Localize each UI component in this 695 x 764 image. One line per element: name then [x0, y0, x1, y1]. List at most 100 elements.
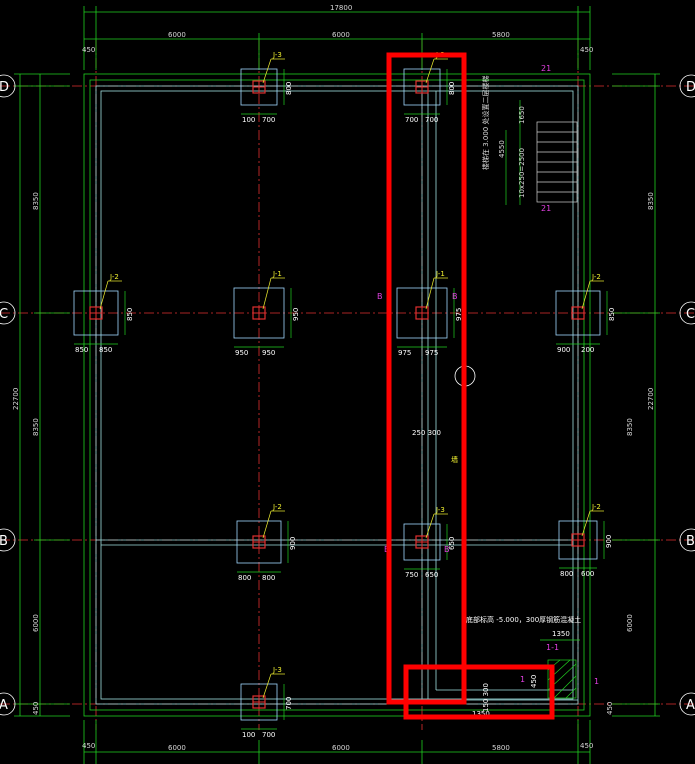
footing-side-dim: 850	[126, 308, 134, 321]
top-span-5: 450	[580, 46, 593, 54]
axis-label-b-left: B	[0, 534, 8, 549]
stair-dim-1: 1650	[518, 106, 526, 124]
stair-label-bottom: 21	[541, 204, 551, 213]
footing-side-dim: 700	[285, 697, 293, 710]
footing-dim-right: 650	[425, 571, 438, 579]
label-leader	[262, 277, 272, 310]
right-span-3: 6000	[626, 614, 634, 632]
footing-side-dim: 800	[448, 82, 456, 95]
dim-1350: 1350	[552, 630, 570, 638]
footing-outline	[236, 520, 282, 564]
stair-label-top: 21	[541, 64, 551, 73]
footing-outline	[240, 68, 278, 106]
footing-label: J-3	[435, 506, 445, 514]
footing-label: J-2	[591, 503, 601, 511]
axis-label-c-right: C	[686, 307, 695, 322]
wall-lines	[95, 85, 579, 705]
footing-outline	[396, 287, 448, 339]
label-leader	[581, 510, 591, 537]
left-span-1: 8350	[32, 192, 40, 210]
footing-dim-left: 750	[405, 571, 418, 579]
stair-detail	[505, 100, 578, 205]
total-width-dim: 17800	[330, 4, 352, 12]
footing-dim-right: 200	[581, 346, 594, 354]
footing-j-3: J-3 100 700 800	[240, 51, 293, 124]
footing-dim-right: 850	[99, 346, 112, 354]
top-span-2: 6000	[168, 31, 186, 39]
label-leader	[262, 510, 272, 539]
axis-label-c-left: C	[0, 307, 8, 322]
dimension-lines	[14, 6, 660, 764]
axis-label-d-left: D	[0, 80, 9, 95]
stair-dim-3: 10x250=2500	[518, 148, 526, 198]
left-overall-dim: 22700	[12, 388, 20, 410]
footing-dim-left: 950	[235, 349, 248, 357]
mark-b2: B	[452, 292, 458, 301]
mark-1: 1	[520, 675, 525, 684]
axis-label-b-right: B	[686, 534, 695, 549]
footing-dim-right: 600	[581, 570, 594, 578]
footing-dim-right: 800	[262, 574, 275, 582]
footing-dim-left: 800	[560, 570, 573, 578]
footing-j-3: J-3 100 700 700	[240, 666, 293, 739]
footing-dim-left: 975	[398, 349, 411, 357]
footing-outline	[233, 287, 285, 339]
left-span-3: 6000	[32, 614, 40, 632]
left-span-2: 8350	[32, 418, 40, 436]
bottom-span-5: 450	[580, 742, 593, 750]
footing-side-dim: 850	[608, 308, 616, 321]
bottom-span-2: 6000	[168, 744, 186, 752]
footing-dim-right: 700	[425, 116, 438, 124]
footing-outline	[555, 290, 601, 336]
dim-450: 450	[530, 675, 538, 688]
footing-label: J-3	[272, 51, 282, 59]
label-leader	[99, 280, 109, 310]
footing-label: J-2	[591, 273, 601, 281]
footing-dim-right: 975	[425, 349, 438, 357]
footing-outline	[240, 683, 278, 721]
label-leader	[425, 513, 435, 539]
footing-j-1: J-1 975 975 975	[396, 270, 463, 357]
footing-outline	[403, 68, 441, 106]
top-span-1: 450	[82, 46, 95, 54]
axis-bubbles	[0, 74, 695, 716]
mark-b4: B	[444, 545, 450, 554]
footing-label: J-2	[272, 503, 282, 511]
dim-1350b: 1350	[472, 710, 490, 718]
stair-dim-2: 4550	[498, 140, 506, 158]
top-span-4: 5800	[492, 31, 510, 39]
footing-outline	[73, 290, 119, 336]
footing-dim-right: 700	[262, 731, 275, 739]
right-overall-dim: 22700	[647, 388, 655, 410]
left-span-4: 450	[32, 702, 40, 715]
footing-label: J-1	[435, 270, 445, 278]
top-span-3: 6000	[332, 31, 350, 39]
wall-dim: 250 300	[412, 429, 441, 437]
bottom-note: 底部标高 -5.000，300厚钢筋混凝土	[466, 615, 581, 624]
footing-outline	[558, 520, 598, 560]
footing-dim-left: 100	[242, 116, 255, 124]
footing-side-dim: 800	[285, 82, 293, 95]
right-span-4: 450	[606, 702, 614, 715]
footing-side-dim: 975	[455, 308, 463, 321]
stair-note: 楼梯在 3.000 处设置二层楼梯	[481, 76, 490, 171]
footing-j-2: J-2 800 600 900	[558, 503, 613, 578]
footing-side-dim: 900	[289, 537, 297, 550]
footing-dim-left: 100	[242, 731, 255, 739]
footing-outline	[403, 523, 441, 561]
bottom-span-3: 6000	[332, 744, 350, 752]
label-leader	[581, 280, 591, 310]
mark-b1: B	[377, 292, 383, 301]
bottom-span-4: 5800	[492, 744, 510, 752]
footing-label: J-1	[272, 270, 282, 278]
footing-side-dim: 900	[605, 535, 613, 548]
footing-label: J-3	[272, 666, 282, 674]
footing-dim-right: 700	[262, 116, 275, 124]
